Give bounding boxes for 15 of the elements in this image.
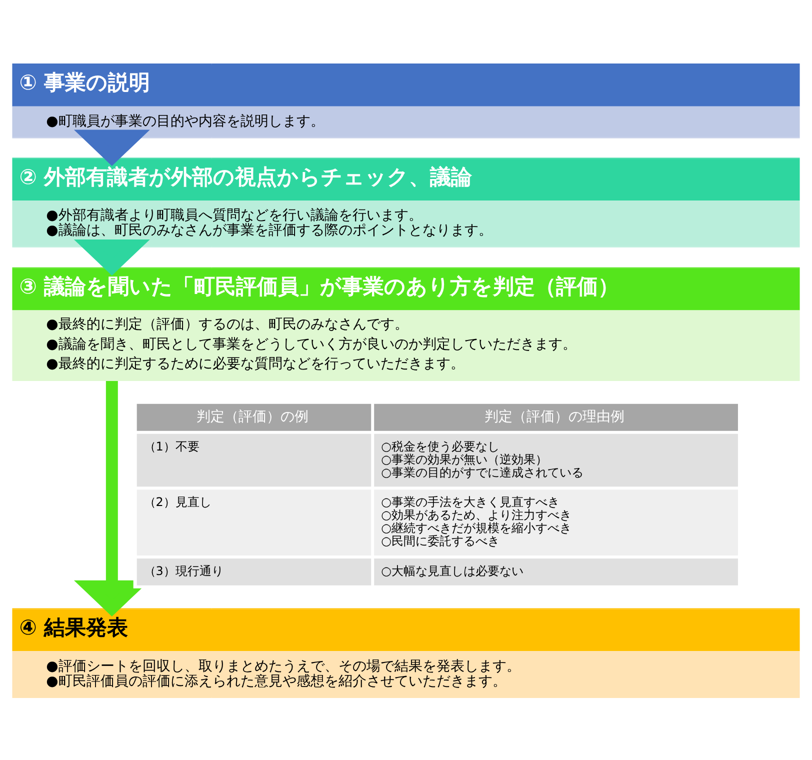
label: ○大幅な見直しは必要ない — [381, 563, 524, 578]
arrow — [74, 129, 150, 166]
label: （3）現行通り — [144, 563, 224, 578]
label: ○民間に委託するべき — [381, 534, 500, 548]
label: ○継続すべきだが規模を縮小すべき — [381, 520, 572, 535]
label: （2）見直し — [144, 494, 212, 509]
label: 判定（評価）の理由例 — [484, 408, 625, 425]
arrow — [74, 238, 150, 276]
label: ○事業の手法を大きく見直すべき — [381, 494, 560, 509]
label: ○効果があるため、より注力すべき — [381, 508, 572, 522]
label: ○税金を使う必要なし — [381, 438, 500, 453]
label: 判定（評価）の例 — [196, 408, 309, 425]
label: （1）不要 — [144, 438, 200, 453]
label: ○事業の目的がすでに達成されている — [381, 464, 584, 479]
label: ○事業の効果が無い（逆効果） — [381, 452, 548, 466]
